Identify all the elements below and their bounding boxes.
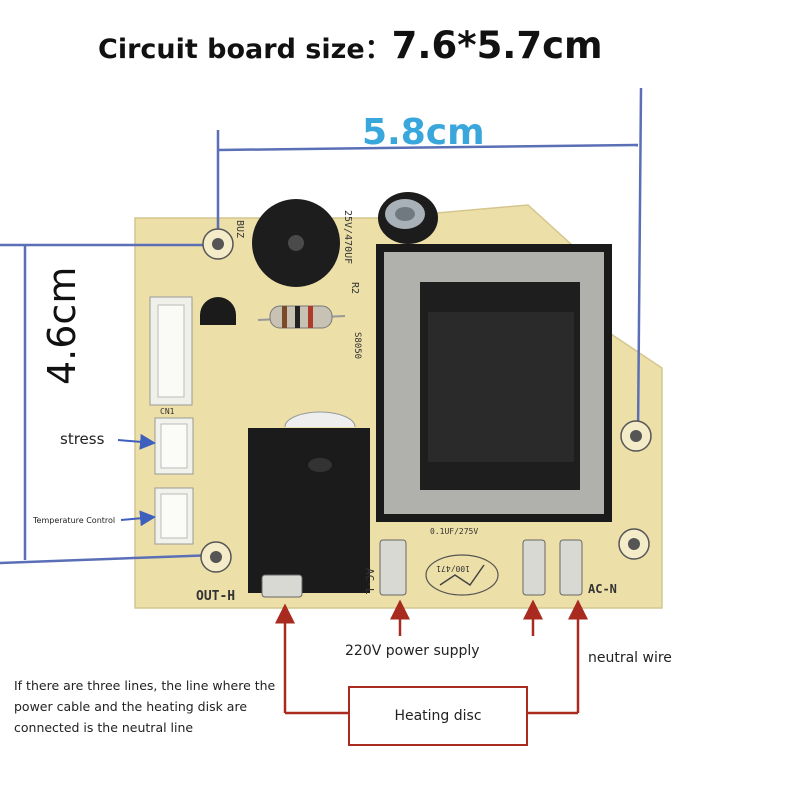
heating-disc-box: Heating disc xyxy=(348,686,528,746)
temperature-arrow xyxy=(120,510,156,527)
varistor xyxy=(425,554,499,596)
relay xyxy=(248,411,370,593)
neutral-wire-label: neutral wire xyxy=(588,650,672,666)
pcb-label-cn1: CN1 xyxy=(160,407,175,416)
pcb-label-out-h: OUT-H xyxy=(196,589,235,604)
height-dimension-lines xyxy=(0,243,218,565)
pcb-label-ac-n: AC-N xyxy=(588,582,617,596)
width-dimension-label: 5.8cm xyxy=(362,112,485,153)
pcb-label-cap2: 0.1UF/275V xyxy=(430,527,478,536)
pcb-label-capacitor: 25V/470UF xyxy=(342,210,353,264)
wiring xyxy=(275,599,588,715)
mounting-holes xyxy=(200,228,652,573)
pcb-label-resistor: R2 xyxy=(349,282,360,294)
connector-cn1 xyxy=(149,296,193,406)
connector-temperature xyxy=(154,487,194,545)
neutral-note: If there are three lines, the line where… xyxy=(14,678,276,735)
pcb-label-ac-l: AC-L xyxy=(363,568,376,595)
pcb-label-transistor: S8050 xyxy=(352,332,362,359)
capacitor xyxy=(378,192,438,244)
pcb-label-varistor: 100/471 xyxy=(436,564,470,573)
pcb-label-buz: BUZ xyxy=(234,220,245,238)
temperature-control-label: Temperature Control xyxy=(33,516,116,525)
page-title: Circuit board size：7.6*5.7cm xyxy=(98,24,603,67)
buzzer xyxy=(252,199,340,287)
height-dimension-label: 4.6cm xyxy=(40,266,84,385)
title-prefix: Circuit board size： xyxy=(98,34,392,65)
terminals xyxy=(261,539,583,598)
title-size: 7.6*5.7cm xyxy=(391,24,603,67)
stress-label: stress xyxy=(60,430,105,448)
width-dimension-lines xyxy=(216,87,643,437)
transformer xyxy=(376,244,612,522)
power-supply-label: 220V power supply xyxy=(345,643,480,659)
transistor xyxy=(200,297,236,325)
connector-stress xyxy=(154,417,194,475)
stress-arrow xyxy=(117,433,156,450)
heating-disc-label: Heating disc xyxy=(394,708,482,724)
resistor xyxy=(257,305,346,329)
